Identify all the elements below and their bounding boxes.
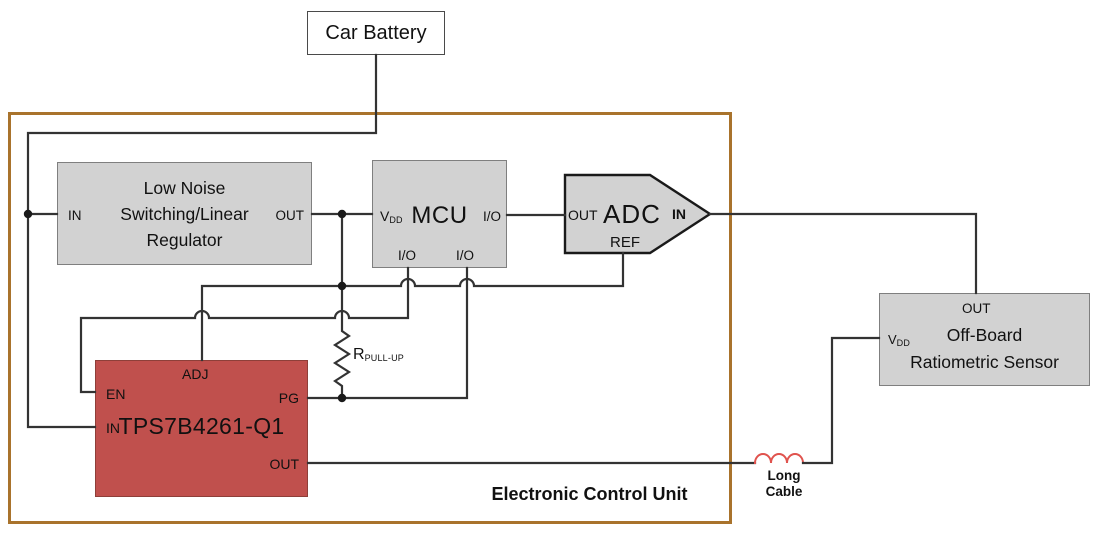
pullup-resistor-label: RPULL-UP (353, 346, 404, 363)
adc-pin-out: OUT (568, 207, 598, 223)
car-battery-block: Car Battery (307, 11, 445, 55)
car-battery-label: Car Battery (325, 21, 427, 44)
mcu-pin-vdd: VDD (380, 208, 403, 225)
tps-label: TPS7B4261-Q1 (118, 413, 285, 439)
tps-pin-out: OUT (269, 456, 299, 472)
regulator-pin-out: OUT (275, 208, 305, 223)
wire-cable-to-sensor-vdd (801, 336, 881, 465)
adc-pin-in: IN (672, 206, 686, 222)
sensor-pin-vdd: VDD (888, 332, 911, 348)
regulator-label-line1: Low Noise (143, 178, 226, 198)
regulator-pin-in: IN (68, 208, 82, 223)
wire-adc-to-sensor-out (708, 212, 978, 295)
regulator-block: Low Noise Switching/Linear Regulator IN … (57, 162, 312, 265)
sensor-block: Off-Board Ratiometric Sensor OUT VDD (879, 293, 1090, 386)
long-cable-coil (753, 453, 805, 465)
mcu-pin-io-bottom-right: I/O (456, 247, 475, 263)
mcu-block: MCU VDD I/O I/O I/O (372, 160, 507, 268)
regulator-label-line3: Regulator (146, 230, 223, 250)
mcu-pin-io-right: I/O (482, 209, 501, 224)
tps-pin-in: IN (106, 420, 120, 436)
sensor-pin-out: OUT (962, 301, 991, 316)
long-cable-label: Long Cable (765, 468, 803, 499)
sensor-label-line2: Ratiometric Sensor (910, 352, 1059, 372)
tps-pin-adj: ADJ (182, 366, 209, 382)
mcu-label: MCU (411, 202, 468, 229)
tps-pin-pg: PG (278, 390, 299, 406)
tps-pin-en: EN (106, 386, 126, 402)
ecu-label: Electronic Control Unit (491, 484, 688, 504)
sensor-label-line1: Off-Board (946, 325, 1023, 345)
adc-label: ADC (603, 199, 661, 229)
mcu-pin-io-bottom-left: I/O (398, 247, 417, 263)
regulator-label-line2: Switching/Linear (120, 204, 249, 224)
adc-pin-ref: REF (610, 234, 640, 251)
tps7b4261-block: TPS7B4261-Q1 ADJ EN IN PG OUT (95, 360, 308, 497)
